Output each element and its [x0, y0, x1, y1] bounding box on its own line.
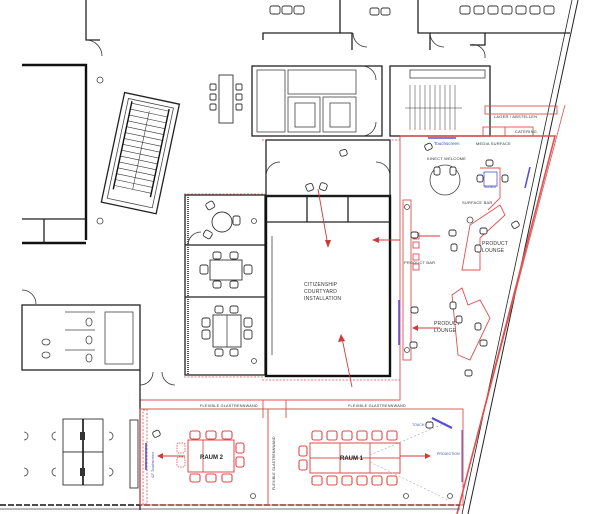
building-core — [251, 65, 491, 137]
facade — [456, 0, 579, 514]
raum-1: FLEXIBLE GLASTRENNWAND FLEXIBLE GLASTREN… — [262, 400, 464, 506]
small-meeting-table — [209, 74, 243, 124]
lager-label: LAGER / ABSTELLEN — [494, 114, 537, 119]
product-lounge-top-2: LOUNGE — [482, 248, 505, 254]
top-offices — [262, 0, 570, 59]
glass-wall-vertical-label: FLEXIBLE GLASTRENNWAND — [272, 436, 276, 490]
touchscreen-raum2-label: 42" Touchscreen — [151, 452, 155, 478]
courtyard-label-1: CITIZENSHIP — [304, 282, 338, 288]
projection-label: PROJECTION — [437, 452, 460, 456]
raum2-label: RAUM 2 — [200, 455, 224, 461]
kinect-welcome-label: KINECT WELCOME — [427, 156, 466, 161]
touchscreen-top-label: Touchscreen — [434, 141, 460, 146]
courtyard-label-2: COURTYARD — [304, 289, 337, 295]
product-lounge-bottom-2: LOUNGE — [434, 328, 457, 334]
raum1-label: RAUM 1 — [340, 456, 364, 462]
left-meeting-rooms — [184, 194, 266, 376]
product-lounge-bottom-1: PRODUCT — [434, 321, 460, 327]
open-desks — [0, 418, 460, 510]
glass-wall-right-label: FLEXIBLE GLASTRENNWAND — [348, 404, 406, 408]
glass-wall-left-label: FLEXIBLE GLASTRENNWAND — [200, 404, 258, 408]
left-entry — [22, 0, 104, 245]
product-lounge-area: LAGER / ABSTELLEN CATERING MEDIA SURFACE… — [140, 105, 558, 514]
courtyard-installation: CITIZENSHIP COURTYARD INSTALLATION — [184, 139, 400, 388]
product-lounge-top-1: PRODUCT — [482, 241, 508, 247]
media-surface-label: MEDIA SURFACE — [476, 141, 511, 146]
surface-bar-label: SURFACE BAR — [462, 200, 492, 205]
product-bar-label: PRODUCT BAR — [404, 260, 435, 265]
touch-raum1-label: TOUCH — [412, 423, 425, 427]
surface-device-label: Surface — [484, 185, 496, 189]
staircase — [100, 91, 181, 215]
catering-label: CATERING — [515, 129, 537, 134]
courtyard-label-3: INSTALLATION — [304, 296, 341, 302]
